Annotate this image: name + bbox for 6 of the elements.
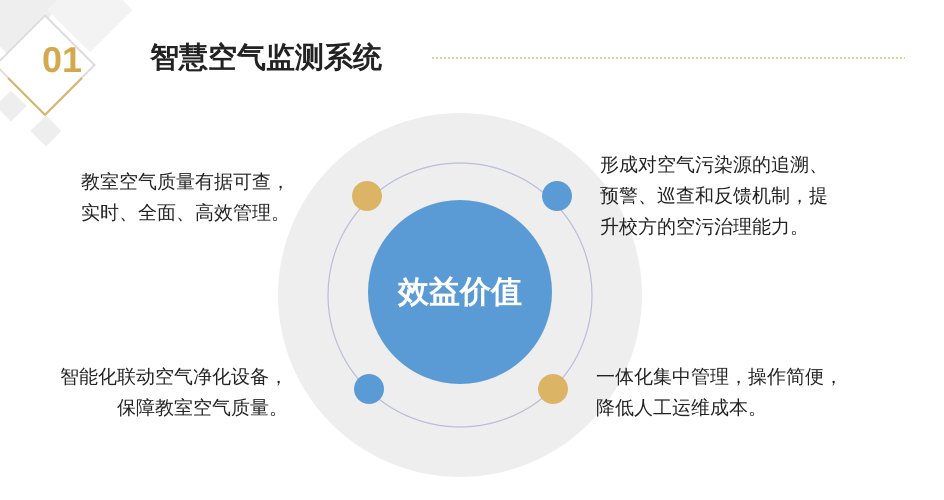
description-text: 智能化联动空气净化设备，保障教室空气质量。 xyxy=(58,366,288,421)
section-number: 01 xyxy=(42,38,82,82)
title: 智慧空气监测系统 xyxy=(150,40,382,76)
description-text: 教室空气质量有据可查，实时、全面、高效管理。 xyxy=(80,171,290,226)
description-text: 形成对空气污染源的追溯、预警、巡查和反馈机制，提升校方的空污治理能力。 xyxy=(600,154,829,240)
description-text: 一体化集中管理，操作简便，降低人工运维成本。 xyxy=(596,366,844,421)
